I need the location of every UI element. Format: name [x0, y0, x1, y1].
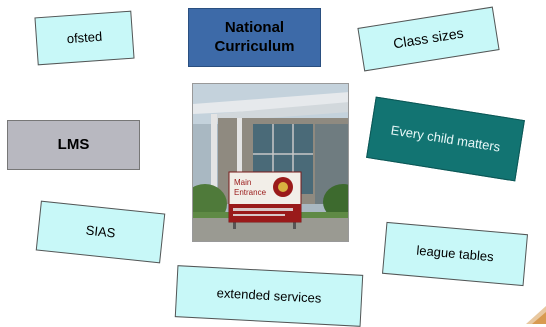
extended-services-label: extended services [216, 285, 322, 306]
league-tables-card: league tables [382, 221, 528, 287]
extended-services-card: extended services [174, 265, 364, 327]
national-curriculum-card: National Curriculum [188, 8, 321, 67]
ofsted-label: ofsted [66, 28, 103, 47]
school-entrance-photo: Main Entrance [192, 83, 349, 242]
every-child-matters-label: Every child matters [389, 122, 502, 155]
sias-label: SIAS [85, 222, 117, 241]
lms-label: LMS [57, 135, 90, 153]
ofsted-card: ofsted [34, 10, 135, 66]
league-tables-label: league tables [415, 242, 495, 265]
sign-line1: Main [234, 178, 251, 187]
sign-line2: Entrance [234, 188, 267, 197]
every-child-matters-card: Every child matters [366, 96, 525, 182]
sias-card: SIAS [35, 200, 166, 264]
school-entrance-illustration: Main Entrance [193, 84, 348, 241]
pencil-corner-icon [526, 306, 546, 324]
class-sizes-card: Class sizes [357, 6, 500, 72]
national-curriculum-label: National Curriculum [214, 18, 295, 55]
lms-card: LMS [7, 120, 140, 170]
class-sizes-label: Class sizes [392, 24, 465, 52]
